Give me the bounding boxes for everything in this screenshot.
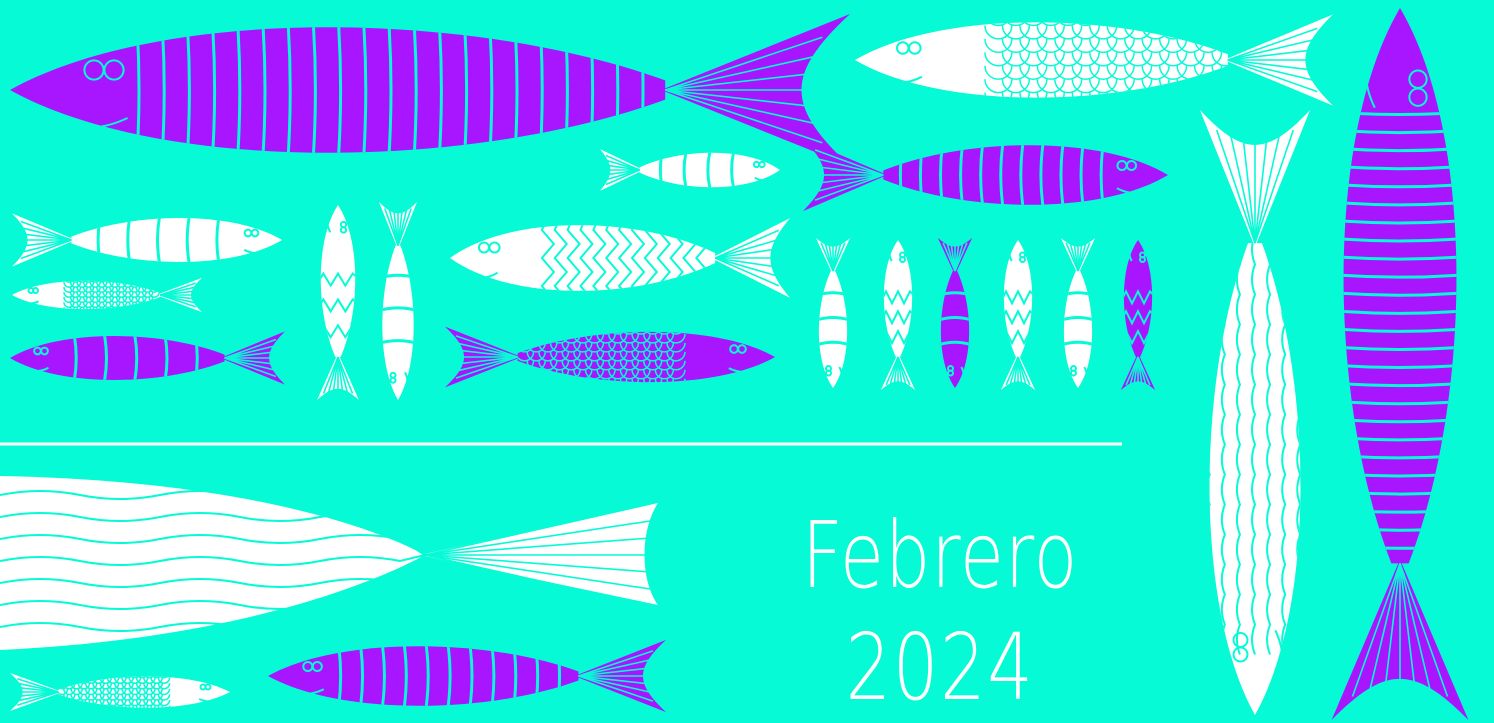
vertical-small-fish-1-icon bbox=[815, 238, 851, 388]
purple-scaled-fish-icon bbox=[445, 326, 775, 388]
vertical-small-fish-5-icon bbox=[1060, 238, 1096, 388]
purple-fish-left-icon bbox=[10, 331, 285, 385]
bottom-white-fish-icon bbox=[10, 673, 230, 711]
big-purple-fish-icon bbox=[10, 14, 850, 166]
vertical-small-fish-4-icon bbox=[1000, 240, 1036, 390]
white-fish-left-icon bbox=[12, 213, 282, 267]
bottom-purple-fish-icon bbox=[268, 639, 666, 713]
vertical-small-fish-6-icon bbox=[1120, 240, 1156, 390]
calendar-title: Febrero 2024 bbox=[760, 500, 1120, 723]
small-white-fish-icon bbox=[600, 149, 780, 191]
small-scaled-fish-icon bbox=[12, 277, 202, 313]
purple-fish-right-icon bbox=[803, 138, 1168, 212]
big-purple-vertical-fish-icon bbox=[1331, 8, 1469, 720]
month-label: Febrero bbox=[801, 502, 1079, 609]
big-white-vertical-fish-icon bbox=[1199, 110, 1311, 715]
vertical-small-fish-2-icon bbox=[880, 240, 916, 390]
vertical-small-fish-3-icon bbox=[937, 238, 973, 388]
white-zigzag-fish-icon bbox=[450, 218, 790, 298]
white-scaled-fish-icon bbox=[855, 14, 1333, 106]
large-white-fish-tail-icon bbox=[0, 476, 658, 650]
year-label: 2024 bbox=[845, 614, 1035, 721]
vertical-fish-2-icon bbox=[379, 202, 417, 400]
vertical-fish-1-icon bbox=[317, 205, 359, 400]
